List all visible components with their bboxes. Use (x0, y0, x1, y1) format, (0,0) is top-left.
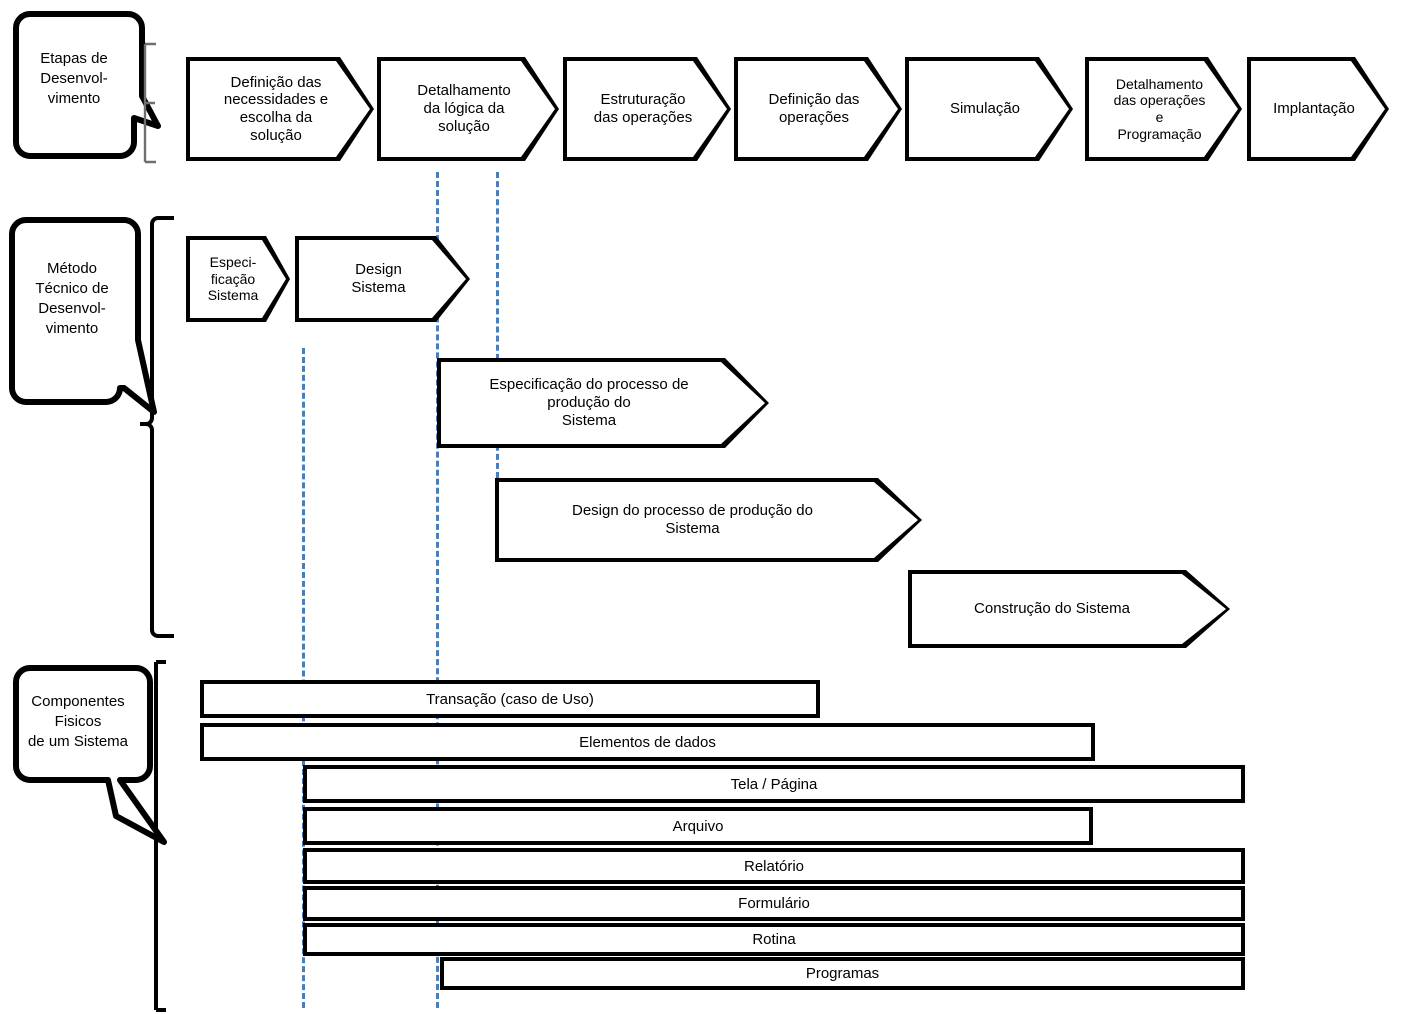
stage-arrow-definicao-operacoes[interactable]: Definição das operações (734, 57, 902, 161)
component-label: Elementos de dados (579, 733, 716, 751)
stage-label: Detalhamento das operações e Programação (1089, 61, 1238, 157)
stage-arrow-simulacao[interactable]: Simulação (905, 57, 1073, 161)
method-label: Design do processo de produção do Sistem… (499, 482, 918, 558)
stage-arrow-estruturacao-operacoes[interactable]: Estruturação das operações (563, 57, 731, 161)
method-arrow-design-processo-producao[interactable]: Design do processo de produção do Sistem… (495, 478, 922, 562)
component-label: Transação (caso de Uso) (426, 690, 594, 708)
component-bar-rotina[interactable]: Rotina (303, 923, 1245, 956)
stage-arrow-detalhamento-operacoes-programacao[interactable]: Detalhamento das operações e Programação (1085, 57, 1242, 161)
component-label: Arquivo (672, 817, 724, 835)
component-bar-arquivo[interactable]: Arquivo (303, 807, 1093, 845)
guide-line-1 (302, 348, 305, 1008)
method-arrow-especificacao-processo-producao[interactable]: Especificação do processo de produção do… (437, 358, 769, 448)
component-bar-elementos-de-dados[interactable]: Elementos de dados (200, 723, 1095, 761)
stage-label: Definição das operações (738, 61, 898, 157)
method-label: Especi- ficação Sistema (190, 240, 286, 318)
stage-label: Simulação (909, 61, 1069, 157)
component-bar-relatorio[interactable]: Relatório (303, 848, 1245, 884)
component-label: Rotina (752, 931, 796, 948)
guide-line-3 (496, 172, 499, 478)
stage-label: Definição das necessidades e escolha da … (190, 61, 370, 157)
component-bar-transacao[interactable]: Transação (caso de Uso) (200, 680, 820, 718)
component-bar-programas[interactable]: Programas (440, 957, 1245, 990)
bracket-metodo (140, 216, 174, 638)
method-arrow-design-sistema[interactable]: Design Sistema (295, 236, 470, 322)
component-label: Programas (805, 965, 880, 982)
stage-label: Detalhamento da lógica da solução (381, 61, 555, 157)
component-label: Relatório (743, 857, 805, 875)
bracket-etapas (143, 42, 156, 164)
method-label: Especificação do processo de produção do… (441, 362, 765, 444)
method-arrow-especificacao-sistema[interactable]: Especi- ficação Sistema (186, 236, 290, 322)
component-label: Formulário (738, 895, 810, 912)
method-label: Design Sistema (299, 240, 466, 318)
stage-arrow-detalhamento-logica[interactable]: Detalhamento da lógica da solução (377, 57, 559, 161)
method-label: Construção do Sistema (912, 574, 1226, 644)
method-arrow-construcao-sistema[interactable]: Construção do Sistema (908, 570, 1230, 648)
bubble-etapas-shape (13, 11, 161, 159)
stage-arrow-definicao-necessidades[interactable]: Definição das necessidades e escolha da … (186, 57, 374, 161)
bracket-componentes (154, 660, 166, 1012)
component-label: Tela / Página (730, 775, 818, 793)
stage-label: Estruturação das operações (567, 61, 727, 157)
stage-label: Implantação (1251, 61, 1385, 157)
guide-line-2 (436, 172, 439, 1008)
stage-arrow-implantacao[interactable]: Implantação (1247, 57, 1389, 161)
bubble-metodo-shape (9, 217, 157, 415)
component-bar-formulario[interactable]: Formulário (303, 886, 1245, 921)
component-bar-tela-pagina[interactable]: Tela / Página (303, 765, 1245, 803)
